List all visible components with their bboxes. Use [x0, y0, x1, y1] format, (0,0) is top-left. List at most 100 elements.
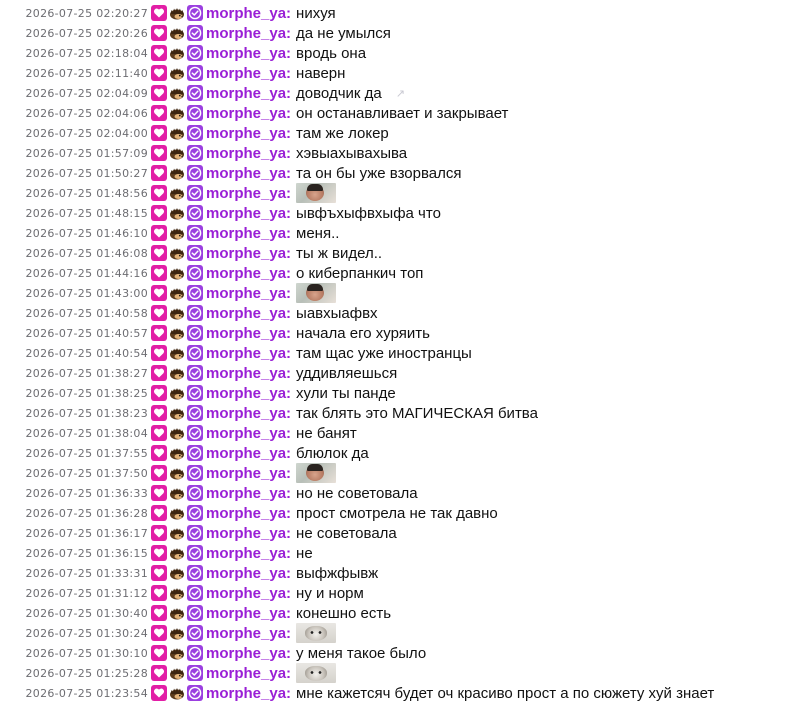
verified-check-badge-icon[interactable] — [187, 525, 203, 541]
hedgehog-badge-icon[interactable] — [169, 565, 185, 581]
verified-check-badge-icon[interactable] — [187, 205, 203, 221]
username[interactable]: morphe_ya: — [206, 384, 292, 402]
face-emote-image[interactable] — [296, 183, 337, 203]
hedgehog-badge-icon[interactable] — [169, 585, 185, 601]
verified-check-badge-icon[interactable] — [187, 105, 203, 121]
username[interactable]: morphe_ya: — [206, 604, 292, 622]
username[interactable]: morphe_ya: — [206, 264, 292, 282]
hedgehog-badge-icon[interactable] — [169, 365, 185, 381]
verified-check-badge-icon[interactable] — [187, 625, 203, 641]
verified-check-badge-icon[interactable] — [187, 345, 203, 361]
heart-badge-icon[interactable] — [151, 225, 167, 241]
verified-check-badge-icon[interactable] — [187, 25, 203, 41]
username[interactable]: morphe_ya: — [206, 364, 292, 382]
heart-badge-icon[interactable] — [151, 125, 167, 141]
face-emote-image[interactable] — [296, 463, 337, 483]
external-link-icon[interactable]: ↗ — [395, 86, 405, 100]
hedgehog-badge-icon[interactable] — [169, 185, 185, 201]
verified-check-badge-icon[interactable] — [187, 165, 203, 181]
hedgehog-badge-icon[interactable] — [169, 45, 185, 61]
username[interactable]: morphe_ya: — [206, 664, 292, 682]
hedgehog-badge-icon[interactable] — [169, 165, 185, 181]
heart-badge-icon[interactable] — [151, 305, 167, 321]
username[interactable]: morphe_ya: — [206, 324, 292, 342]
heart-badge-icon[interactable] — [151, 685, 167, 701]
username[interactable]: morphe_ya: — [206, 204, 292, 222]
hedgehog-badge-icon[interactable] — [169, 605, 185, 621]
heart-badge-icon[interactable] — [151, 385, 167, 401]
hedgehog-badge-icon[interactable] — [169, 285, 185, 301]
username[interactable]: morphe_ya: — [206, 24, 292, 42]
heart-badge-icon[interactable] — [151, 505, 167, 521]
cat-emote-image[interactable] — [296, 663, 337, 683]
heart-badge-icon[interactable] — [151, 205, 167, 221]
verified-check-badge-icon[interactable] — [187, 65, 203, 81]
hedgehog-badge-icon[interactable] — [169, 465, 185, 481]
username[interactable]: morphe_ya: — [206, 224, 292, 242]
verified-check-badge-icon[interactable] — [187, 125, 203, 141]
username[interactable]: morphe_ya: — [206, 584, 292, 602]
username[interactable]: morphe_ya: — [206, 464, 292, 482]
verified-check-badge-icon[interactable] — [187, 145, 203, 161]
hedgehog-badge-icon[interactable] — [169, 685, 185, 701]
verified-check-badge-icon[interactable] — [187, 665, 203, 681]
username[interactable]: morphe_ya: — [206, 444, 292, 462]
hedgehog-badge-icon[interactable] — [169, 145, 185, 161]
heart-badge-icon[interactable] — [151, 185, 167, 201]
hedgehog-badge-icon[interactable] — [169, 265, 185, 281]
cat-emote-image[interactable] — [296, 623, 337, 643]
heart-badge-icon[interactable] — [151, 445, 167, 461]
hedgehog-badge-icon[interactable] — [169, 525, 185, 541]
hedgehog-badge-icon[interactable] — [169, 5, 185, 21]
username[interactable]: morphe_ya: — [206, 624, 292, 642]
username[interactable]: morphe_ya: — [206, 404, 292, 422]
username[interactable]: morphe_ya: — [206, 64, 292, 82]
hedgehog-badge-icon[interactable] — [169, 645, 185, 661]
heart-badge-icon[interactable] — [151, 105, 167, 121]
verified-check-badge-icon[interactable] — [187, 45, 203, 61]
hedgehog-badge-icon[interactable] — [169, 125, 185, 141]
username[interactable]: morphe_ya: — [206, 124, 292, 142]
heart-badge-icon[interactable] — [151, 85, 167, 101]
heart-badge-icon[interactable] — [151, 625, 167, 641]
verified-check-badge-icon[interactable] — [187, 605, 203, 621]
heart-badge-icon[interactable] — [151, 405, 167, 421]
username[interactable]: morphe_ya: — [206, 504, 292, 522]
verified-check-badge-icon[interactable] — [187, 265, 203, 281]
heart-badge-icon[interactable] — [151, 565, 167, 581]
heart-badge-icon[interactable] — [151, 605, 167, 621]
heart-badge-icon[interactable] — [151, 45, 167, 61]
verified-check-badge-icon[interactable] — [187, 545, 203, 561]
hedgehog-badge-icon[interactable] — [169, 105, 185, 121]
verified-check-badge-icon[interactable] — [187, 185, 203, 201]
username[interactable]: morphe_ya: — [206, 304, 292, 322]
heart-badge-icon[interactable] — [151, 425, 167, 441]
heart-badge-icon[interactable] — [151, 65, 167, 81]
username[interactable]: morphe_ya: — [206, 4, 292, 22]
username[interactable]: morphe_ya: — [206, 84, 292, 102]
heart-badge-icon[interactable] — [151, 285, 167, 301]
hedgehog-badge-icon[interactable] — [169, 445, 185, 461]
verified-check-badge-icon[interactable] — [187, 5, 203, 21]
heart-badge-icon[interactable] — [151, 25, 167, 41]
